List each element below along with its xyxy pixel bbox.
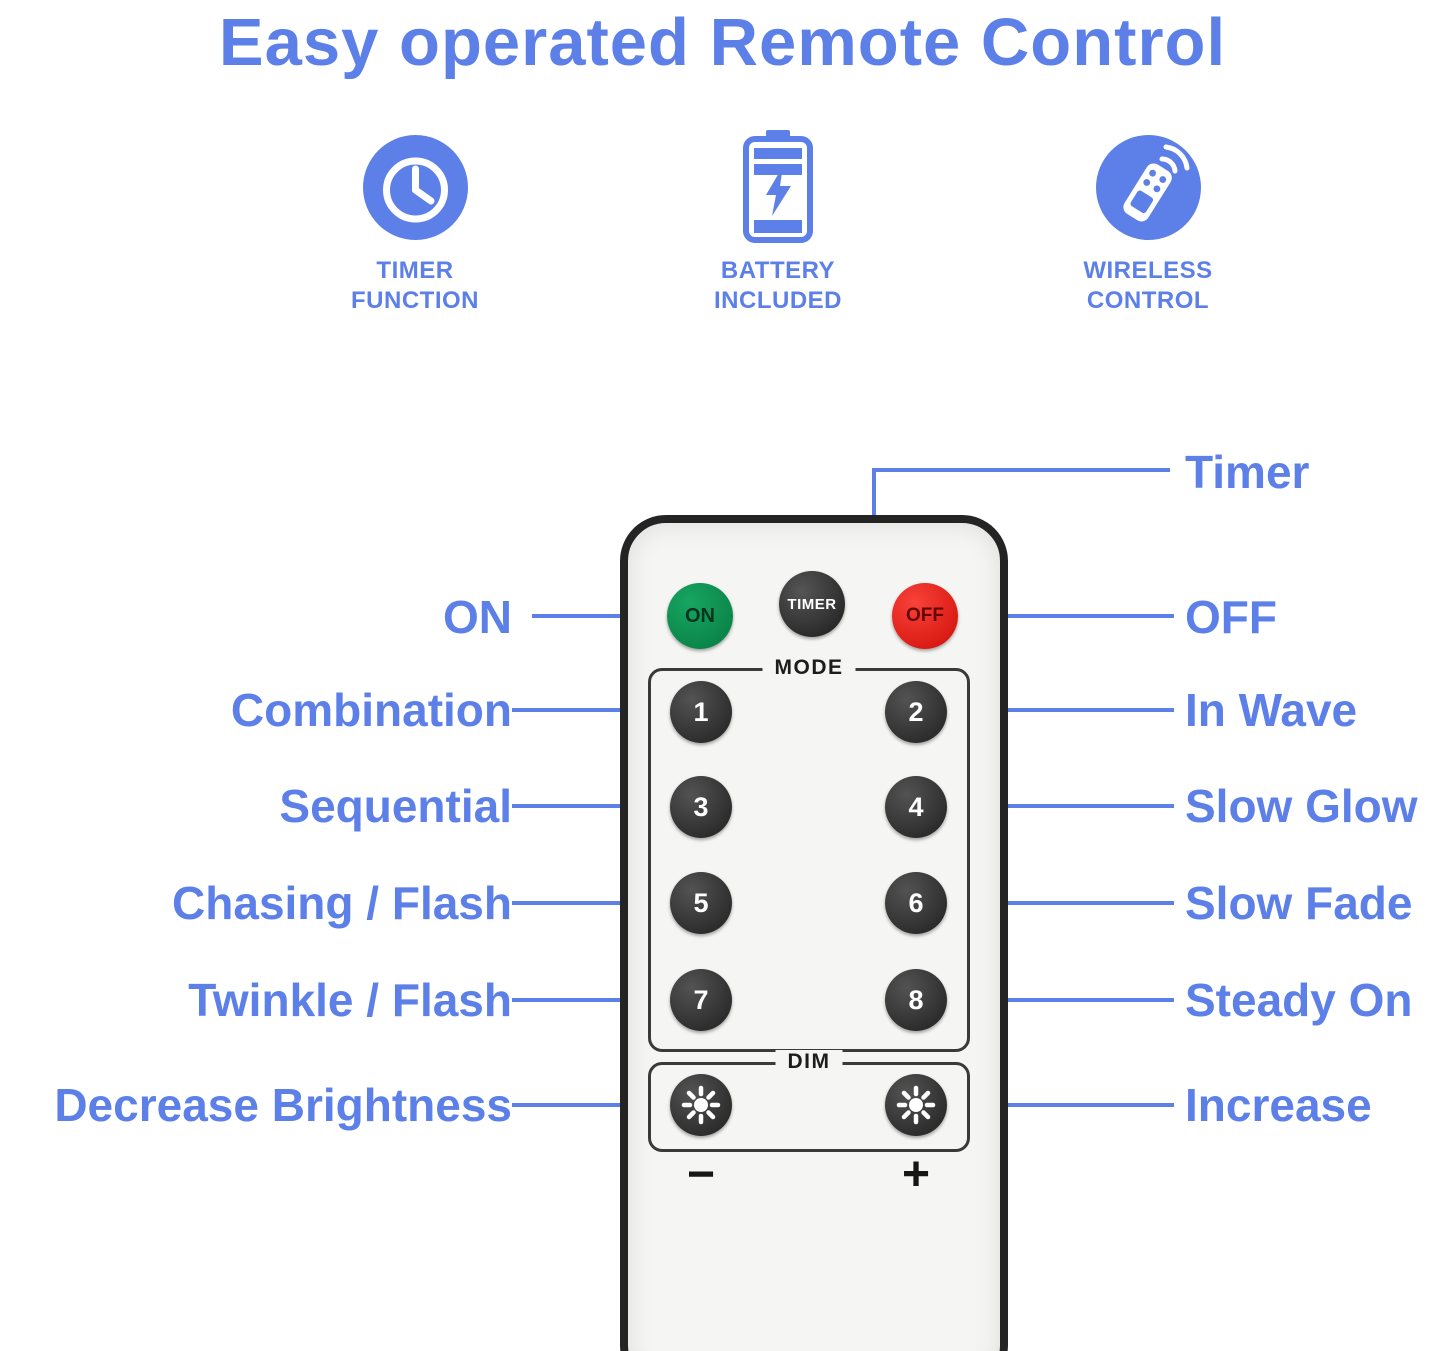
callout-line-sequential [512,804,684,808]
mode-button-1: 1 [670,681,732,743]
remote-wireless-icon [1095,130,1201,244]
brightness-icon [681,1085,721,1125]
callout-decrease-brightness: Decrease Brightness [54,1079,512,1131]
callout-chasing-flash: Chasing / Flash [172,877,512,929]
feature-wireless-control: WIRELESS CONTROL [1008,130,1288,316]
plus-symbol: + [901,1148,931,1201]
callout-line-timer-horizontal [872,468,1170,472]
callout-line-slow-fade [946,901,1174,905]
feature-label-timer: TIMER FUNCTION [351,257,479,314]
callout-in-wave: In Wave [1185,684,1358,736]
mode-button-7: 7 [670,969,732,1031]
timer-button: TIMER [779,571,845,637]
callout-line-in-wave [946,708,1174,712]
remote-control: ON TIMER OFF MODE 1 2 3 4 5 6 7 8 DIM [620,515,1008,1351]
feature-label-battery: BATTERY INCLUDED [714,257,842,314]
power-on-button: ON [667,583,733,649]
clock-icon [362,130,468,244]
mode-button-2: 2 [885,681,947,743]
minus-symbol: − [686,1148,716,1201]
callout-line-on [532,614,684,618]
callout-line-off [948,614,1174,618]
callout-timer: Timer [1185,446,1310,498]
feature-label-wireless: WIRELESS CONTROL [1083,257,1213,314]
callout-off: OFF [1185,591,1277,643]
callout-on: ON [443,591,512,643]
callout-line-slow-glow [946,804,1174,808]
dim-decrease-button [670,1074,732,1136]
dim-increase-button [885,1074,947,1136]
callout-twinkle-flash: Twinkle / Flash [188,974,512,1026]
callout-sequential: Sequential [279,780,512,832]
callout-combination: Combination [230,684,512,736]
mode-button-4: 4 [885,776,947,838]
page-title: Easy operated Remote Control [218,5,1227,80]
callout-slow-fade: Slow Fade [1185,877,1413,929]
callout-line-steady-on [946,998,1174,1002]
mode-button-3: 3 [670,776,732,838]
power-off-button: OFF [892,583,958,649]
callout-line-increase [946,1103,1174,1107]
callout-increase: Increase [1185,1079,1372,1131]
callout-line-chasing-flash [512,901,684,905]
battery-icon [741,130,815,244]
feature-battery-included: BATTERY INCLUDED [638,130,918,316]
mode-button-8: 8 [885,969,947,1031]
mode-button-6: 6 [885,872,947,934]
callout-line-twinkle-flash [512,998,684,1002]
callout-line-decrease [512,1103,684,1107]
dim-section: DIM [648,1050,970,1152]
callout-slow-glow: Slow Glow [1185,780,1418,832]
callout-steady-on: Steady On [1185,974,1413,1026]
mode-button-5: 5 [670,872,732,934]
brightness-icon [896,1085,936,1125]
dim-section-label: DIM [775,1050,843,1074]
callout-line-combination [512,708,684,712]
feature-timer-function: TIMER FUNCTION [275,130,555,316]
mode-section-label: MODE [762,656,856,680]
